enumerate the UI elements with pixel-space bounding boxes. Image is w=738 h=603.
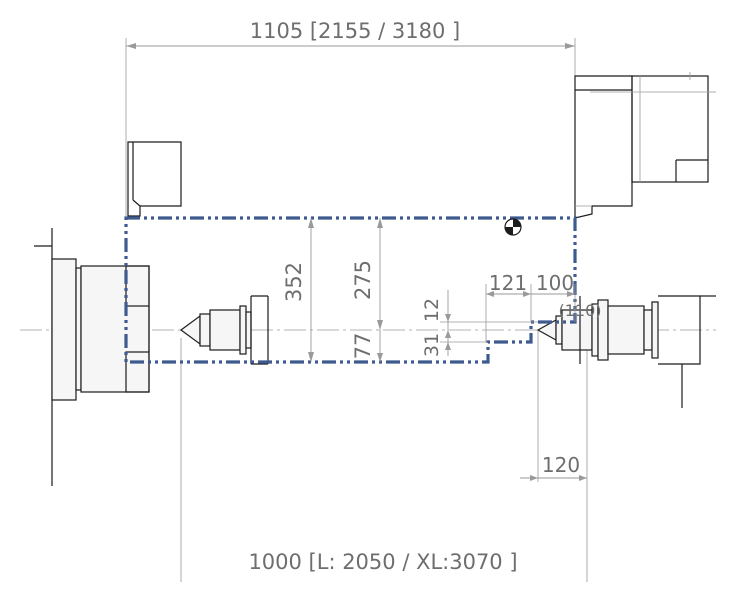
left-tailstock-center [179, 295, 269, 365]
dimension-bottom-width-label: 1000 [L: 2050 / XL:3070 ] [248, 550, 517, 574]
dimension-121 [485, 284, 532, 342]
dimension-100-label: 100 [536, 271, 574, 295]
dimension-352 [308, 218, 314, 362]
dimension-275-label: 275 [351, 260, 375, 300]
dimension-120 [520, 475, 587, 481]
dimension-352-label: 352 [282, 262, 306, 302]
sub-spindle [536, 295, 716, 408]
dimension-100 [531, 284, 576, 322]
dimension-121-label: 121 [489, 271, 527, 295]
dimension-77-label: 77 [351, 333, 375, 360]
left-tool-holder [127, 141, 182, 217]
main-spindle [34, 228, 150, 486]
dimension-120-label: 120 [542, 453, 580, 477]
dimension-31-label: 31 [421, 333, 443, 357]
dimension-31-12 [440, 290, 538, 356]
dimension-275 [377, 218, 383, 330]
dimension-12-label: 12 [421, 298, 443, 322]
right-turret [574, 72, 716, 219]
dimension-110-label: (110) [558, 301, 601, 320]
machine-zero-icon [504, 218, 522, 236]
dimension-top-width [126, 43, 575, 49]
working-envelope [124, 216, 577, 364]
dimension-top-width-label: 1105 [2155 / 3180 ] [250, 19, 461, 43]
dimension-77 [377, 330, 383, 362]
extension-lines [125, 38, 588, 582]
